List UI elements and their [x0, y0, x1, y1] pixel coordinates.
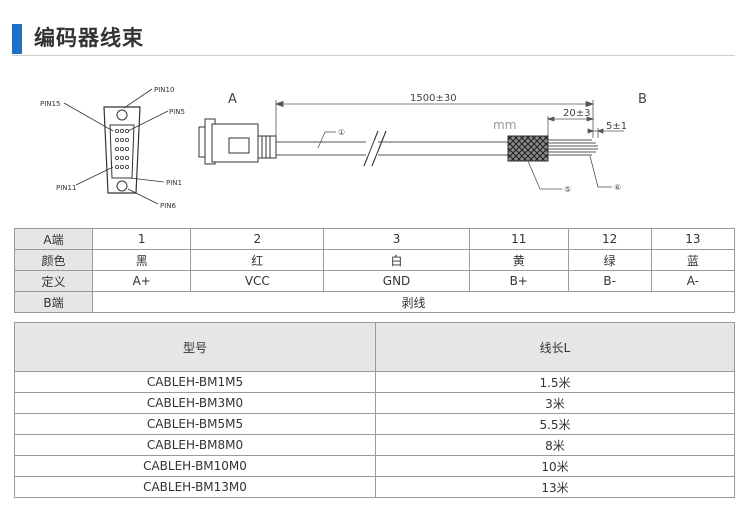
pin15-label: PIN15	[40, 100, 60, 108]
wire-dimension: 5±1	[606, 121, 627, 132]
table-row: CABLEH-BM3M0 3米	[14, 392, 735, 414]
table-cell: 11	[468, 228, 569, 250]
table-cell: 黑	[91, 249, 192, 271]
table-cell: 1	[91, 228, 192, 250]
pin11-label: PIN11	[56, 184, 76, 192]
stripped-wires	[548, 139, 598, 156]
length-cell: 5.5米	[375, 413, 735, 435]
table-row: CABLEH-BM5M5 5.5米	[14, 413, 735, 435]
cable-drawing: PIN10 PIN15 PIN5 PIN1 PIN11 PIN6 A	[40, 86, 647, 210]
callout-5: ⑤	[564, 185, 571, 194]
column-header-length: 线长L	[375, 322, 735, 372]
table-cell: 绿	[567, 249, 652, 271]
table-row: CABLEH-BM8M0 8米	[14, 434, 735, 456]
pin5-label: PIN5	[169, 108, 185, 116]
strip-dimension: 20±3	[563, 108, 590, 119]
column-header-model: 型号	[14, 322, 376, 372]
model-cell: CABLEH-BM13M0	[14, 476, 376, 498]
length-cell: 3米	[375, 392, 735, 414]
row-header-color: 颜色	[14, 249, 93, 271]
table-row: 颜色 黑 红 白 黄 绿 蓝	[14, 249, 736, 271]
end-b-label: B	[638, 92, 647, 107]
model-cell: CABLEH-BM8M0	[14, 434, 376, 456]
table-row: CABLEH-BM13M0 13米	[14, 476, 735, 498]
db15-connector-front: PIN10 PIN15 PIN5 PIN1 PIN11 PIN6	[40, 86, 185, 210]
pin6-label: PIN6	[160, 202, 177, 210]
row-header-definition: 定义	[14, 270, 93, 292]
table-cell: 13	[650, 228, 736, 250]
table-cell: 3	[323, 228, 470, 250]
callout-1: ①	[338, 128, 345, 137]
callout-leaders	[317, 131, 612, 190]
model-cell: CABLEH-BM10M0	[14, 455, 376, 477]
table-row: B端 剥线	[14, 291, 735, 313]
page-title: 编码器线束	[34, 26, 144, 50]
title-divider	[12, 55, 735, 56]
end-a-label: A	[228, 92, 237, 107]
table-cell: A+	[91, 270, 192, 292]
db15-connector-side	[198, 118, 277, 165]
table-cell: B+	[468, 270, 569, 292]
table-header-row: 型号 线长L	[14, 322, 735, 372]
pin1-label: PIN1	[166, 179, 182, 187]
dimension-lines	[274, 100, 624, 138]
title-accent-bar	[12, 24, 22, 54]
table-cell: 2	[190, 228, 325, 250]
table-cell: 12	[567, 228, 652, 250]
table-cell: 白	[323, 249, 470, 271]
table-cell: 红	[190, 249, 325, 271]
table-cell: 剥线	[92, 291, 735, 313]
cable-body	[276, 130, 508, 167]
row-header-a-end: A端	[14, 228, 93, 250]
length-dimension: 1500±30	[410, 93, 457, 104]
model-cell: CABLEH-BM3M0	[14, 392, 376, 414]
callout-6: ⑥	[614, 183, 621, 192]
length-cell: 1.5米	[375, 371, 735, 393]
table-cell: GND	[323, 270, 470, 292]
table-row: 定义 A+ VCC GND B+ B- A-	[14, 270, 736, 292]
length-cell: 13米	[375, 476, 735, 498]
model-cell: CABLEH-BM5M5	[14, 413, 376, 435]
table-row: A端 1 2 3 11 12 13	[14, 228, 736, 250]
length-cell: 10米	[375, 455, 735, 477]
model-cell: CABLEH-BM1M5	[14, 371, 376, 393]
shield-braid	[507, 135, 549, 162]
pin10-label: PIN10	[154, 86, 174, 94]
table-cell: 黄	[468, 249, 569, 271]
table-cell: VCC	[190, 270, 325, 292]
length-cell: 8米	[375, 434, 735, 456]
table-cell: A-	[650, 270, 736, 292]
table-cell: 蓝	[650, 249, 736, 271]
table-cell: B-	[567, 270, 652, 292]
pin-definition-table: A端 1 2 3 11 12 13 颜色 黑 红 白 黄 绿 蓝 定义 A+ V…	[14, 228, 736, 313]
model-length-table: 型号 线长L CABLEH-BM1M5 1.5米 CABLEH-BM3M0 3米…	[14, 322, 735, 498]
table-row: CABLEH-BM1M5 1.5米	[14, 371, 735, 393]
table-row: CABLEH-BM10M0 10米	[14, 455, 735, 477]
row-header-b-end: B端	[14, 291, 93, 313]
unit-label: mm	[493, 118, 516, 132]
